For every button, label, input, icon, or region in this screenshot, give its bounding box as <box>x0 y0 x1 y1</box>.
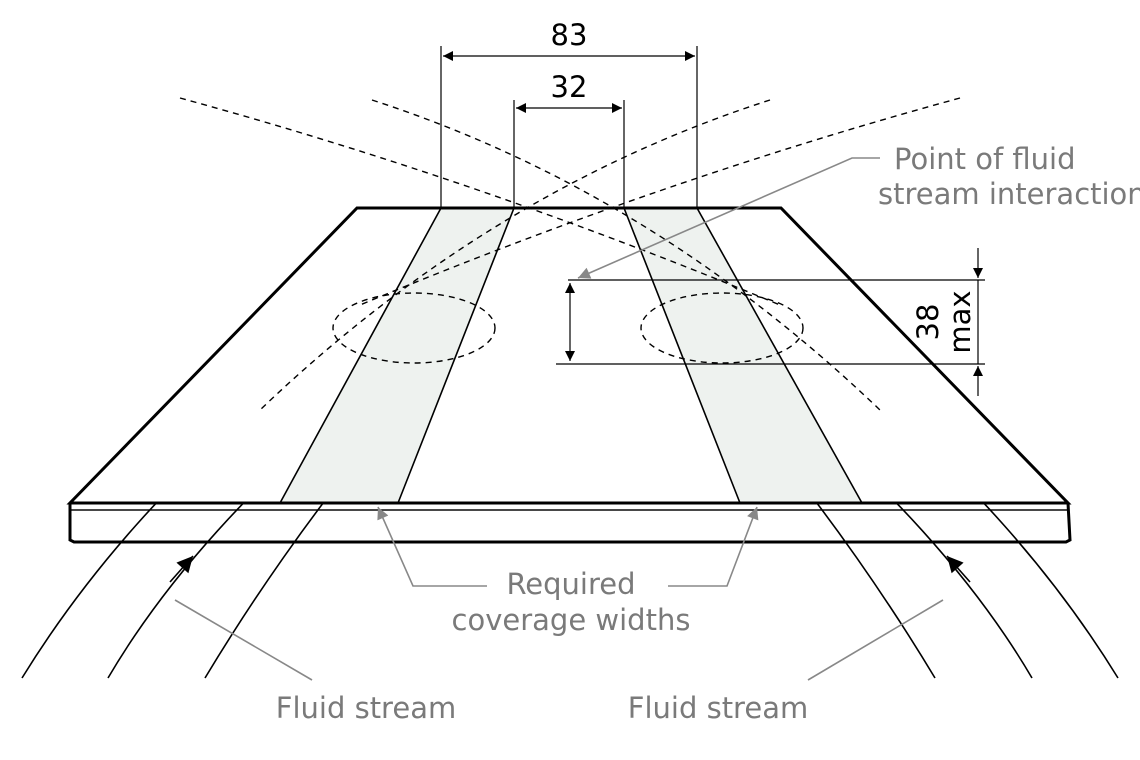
fluid-stream-right-label: Fluid stream <box>628 691 808 725</box>
dimension-83-label: 83 <box>551 18 588 52</box>
dimension-38-value: 38 <box>911 304 945 341</box>
fluid-direction-arrows <box>169 555 971 583</box>
coverage-widths-callout: Required coverage widths <box>377 506 759 637</box>
fluid-stream-left-label: Fluid stream <box>276 691 456 725</box>
coverage-label-line1: Required <box>506 567 635 601</box>
fluid-stream-right-callout: Fluid stream <box>628 599 944 725</box>
plate-surface <box>70 208 1068 503</box>
dimension-32: 32 <box>513 70 625 208</box>
interaction-label-line1: Point of fluid <box>894 142 1076 176</box>
plate-front-edge <box>68 502 1072 544</box>
spray-footprint-right <box>640 292 804 364</box>
interaction-label-line2: stream interaction <box>878 177 1140 211</box>
stream-edges <box>279 207 863 504</box>
spray-envelope-dashed <box>179 97 961 411</box>
dimension-38-qualifier: max <box>943 290 977 353</box>
fluid-stream-left-callout: Fluid stream <box>174 599 456 725</box>
dimension-32-label: 32 <box>551 70 588 104</box>
spray-footprint-left <box>332 292 496 364</box>
interaction-point-callout: Point of fluid stream interaction <box>577 142 1140 279</box>
coverage-label-line2: coverage widths <box>452 603 691 637</box>
dimension-38-max: 38 max <box>556 248 985 396</box>
dimension-83: 83 <box>440 18 698 208</box>
